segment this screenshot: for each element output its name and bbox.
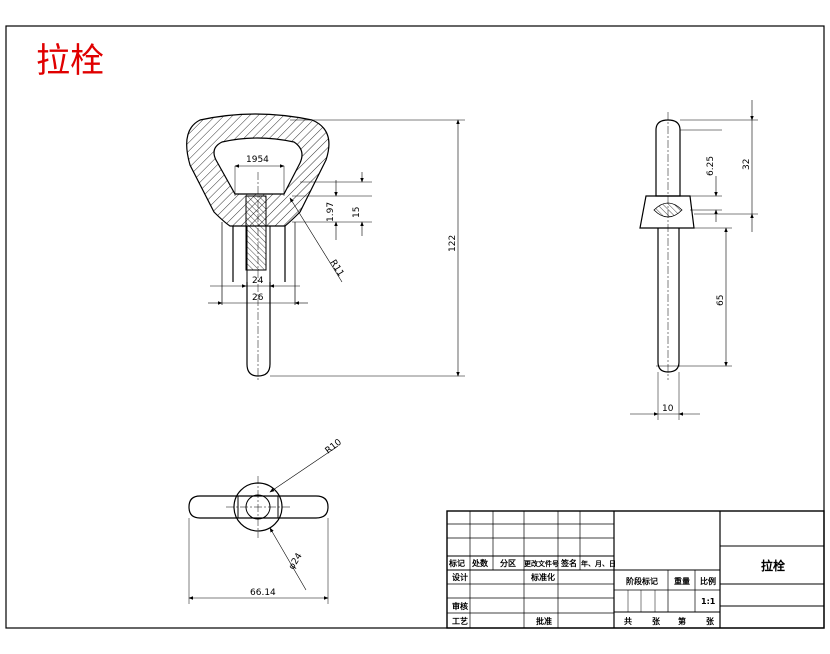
dim-top-width: 66.14 [250,588,276,598]
dim-side-32: 32 [742,159,752,170]
top-view: R10 φ24 66.14 [188,437,344,604]
dim-radius-r11: R11 [327,258,345,278]
tb-header-mark: 标记 [448,558,465,568]
tb-header-count: 处数 [471,558,489,568]
dim-side-10: 10 [662,404,674,414]
dim-gap-15: 15 [352,207,362,218]
dim-side-65: 65 [716,295,726,306]
tb-label-review: 审核 [452,601,468,611]
tb-header-zone: 分区 [500,558,516,568]
drawing-border [5,25,825,629]
tb-header-sign: 签名 [560,558,577,568]
side-view: 6.25 32 65 10 [630,100,758,420]
tb-sheet-unit1: 张 [652,617,661,626]
tb-label-design: 设计 [452,572,468,582]
tb-part-name: 拉栓 [761,558,785,573]
tb-scale-label: 比例 [700,576,716,586]
tb-header-date: 年、月、日 [581,559,616,568]
tb-stage-label: 阶段标记 [626,576,658,586]
dim-top-diameter: φ24 [287,551,305,571]
center-core [245,195,267,271]
tb-sheet-total: 共 [624,616,632,626]
dim-height-122: 122 [448,235,458,252]
tb-weight-label: 重量 [674,576,690,586]
tb-label-standardize: 标准化 [530,572,555,582]
tb-sheet-unit2: 张 [706,617,715,626]
dim-width-24: 24 [252,276,264,286]
tb-label-approve: 批准 [536,616,552,626]
title-block: 标记 处数 分区 更改文件号 签名 年、月、日 设计 标准化 审核 工艺 批准 … [446,510,825,629]
dim-side-625: 6.25 [706,156,716,176]
dim-inner-width: 1954 [246,155,269,165]
tb-label-process: 工艺 [452,616,468,626]
tb-sheet-number: 第 [678,616,686,626]
side-shank [657,228,680,373]
dim-small-gap: 1.97 [326,202,336,222]
dim-top-r10: R10 [324,437,344,456]
tb-header-change-doc: 更改文件号 [524,559,559,568]
tb-scale-value: 1:1 [701,597,716,606]
drawing-title: 拉栓 [36,41,104,81]
front-view: 1954 1.97 15 R11 24 26 122 [186,113,465,380]
top-bar [188,495,329,519]
dim-width-26: 26 [252,293,264,303]
